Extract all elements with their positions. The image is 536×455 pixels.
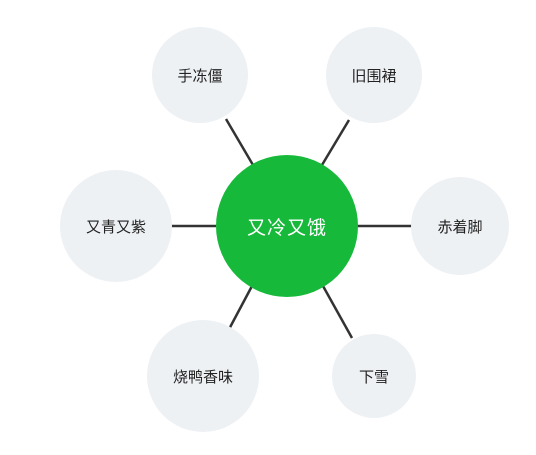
- connector-bottom-right: [321, 285, 354, 339]
- center-label: 又冷又饿: [246, 216, 327, 239]
- leaf-label: 下雪: [358, 367, 389, 386]
- connector-top-right: [320, 119, 351, 166]
- leaf-label: 旧围裙: [351, 66, 397, 85]
- center-node: 又冷又饿: [216, 155, 358, 297]
- connector-bottom-left: [225, 285, 254, 334]
- leaf-label: 又青又紫: [85, 217, 146, 236]
- leaf-node-top-right: 旧围裙: [326, 27, 422, 123]
- leaf-node-left: 又青又紫: [60, 170, 172, 282]
- leaf-label: 烧鸭香味: [172, 367, 233, 386]
- leaf-node-bottom-right: 下雪: [332, 334, 416, 418]
- leaf-node-bottom-left: 烧鸭香味: [147, 320, 259, 432]
- leaf-label: 手冻僵: [177, 66, 223, 85]
- connector-top-left: [224, 118, 255, 166]
- leaf-label: 赤着脚: [437, 217, 483, 236]
- leaf-node-right: 赤着脚: [411, 177, 509, 275]
- leaf-node-top-left: 手冻僵: [152, 27, 248, 123]
